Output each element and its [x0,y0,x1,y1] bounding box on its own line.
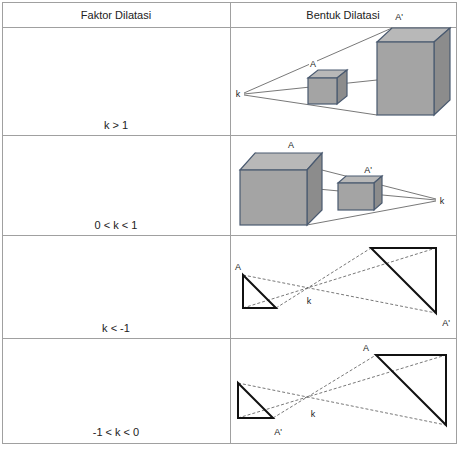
table-grid [3,3,457,444]
dilation-factor: k > 1 [104,120,128,131]
center-point: k [235,90,242,99]
negative-enlarge-triangles [243,248,436,313]
center-point: k [306,297,313,306]
dilation-factor: 0 < k < 1 [95,220,138,231]
point-label: A [234,263,242,272]
negative-reduce-triangles [238,355,446,425]
point-label: A [287,141,295,150]
column-header: Faktor Dilatasi [81,10,151,21]
point-label: A' [363,166,373,175]
point-label: A' [394,13,404,22]
dilation-factor: k < -1 [102,323,130,334]
enlarge-cubes [244,28,450,115]
point-label: A' [441,319,451,328]
reduce-cubes [240,153,436,225]
point-label: A [309,60,317,69]
column-header: Bentuk Dilatasi [306,10,379,21]
center-point: k [310,410,317,419]
point-label: A [362,344,370,353]
center-point: k [439,197,446,206]
point-label: A' [273,428,283,437]
dilation-factor: -1 < k < 0 [93,427,139,438]
